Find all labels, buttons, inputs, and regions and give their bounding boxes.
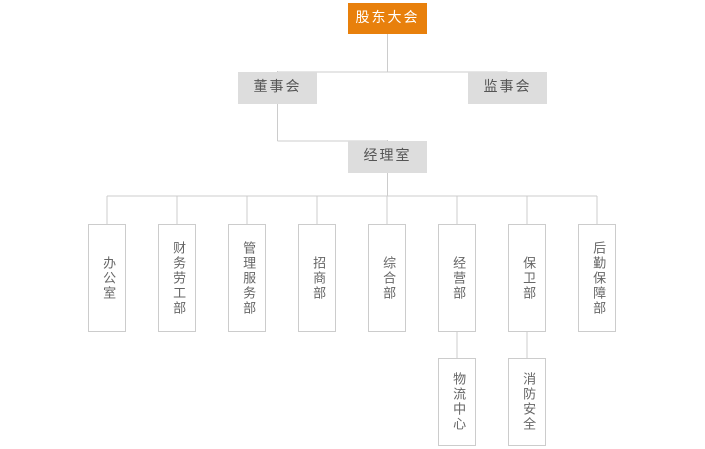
- node-department-0[interactable]: 办公室: [88, 224, 126, 332]
- node-sub-department-1[interactable]: 消防安全: [508, 358, 546, 446]
- node-label: 后勤保障部: [590, 240, 606, 316]
- node-label: 财务劳工部: [170, 240, 186, 316]
- node-label: 管理服务部: [240, 240, 256, 316]
- node-board-of-directors[interactable]: 董事会: [238, 72, 317, 104]
- node-label: 保卫部: [520, 255, 536, 301]
- node-manager-office[interactable]: 经理室: [348, 141, 427, 173]
- node-department-6[interactable]: 保卫部: [508, 224, 546, 332]
- node-shareholders-meeting[interactable]: 股东大会: [348, 3, 427, 34]
- node-label: 消防安全: [520, 372, 536, 432]
- node-department-3[interactable]: 招商部: [298, 224, 336, 332]
- node-label: 监事会: [483, 79, 532, 96]
- node-label: 股东大会: [355, 9, 420, 26]
- node-label: 办公室: [100, 255, 116, 301]
- node-department-4[interactable]: 综合部: [368, 224, 406, 332]
- node-department-5[interactable]: 经营部: [438, 224, 476, 332]
- node-board-of-supervisors[interactable]: 监事会: [468, 72, 547, 104]
- node-label: 经理室: [363, 148, 412, 165]
- node-label: 董事会: [253, 79, 302, 96]
- node-label: 物流中心: [450, 372, 466, 432]
- node-sub-department-0[interactable]: 物流中心: [438, 358, 476, 446]
- node-department-7[interactable]: 后勤保障部: [578, 224, 616, 332]
- node-label: 综合部: [380, 255, 396, 301]
- node-label: 招商部: [310, 255, 326, 301]
- node-department-2[interactable]: 管理服务部: [228, 224, 266, 332]
- node-department-1[interactable]: 财务劳工部: [158, 224, 196, 332]
- node-label: 经营部: [450, 255, 466, 301]
